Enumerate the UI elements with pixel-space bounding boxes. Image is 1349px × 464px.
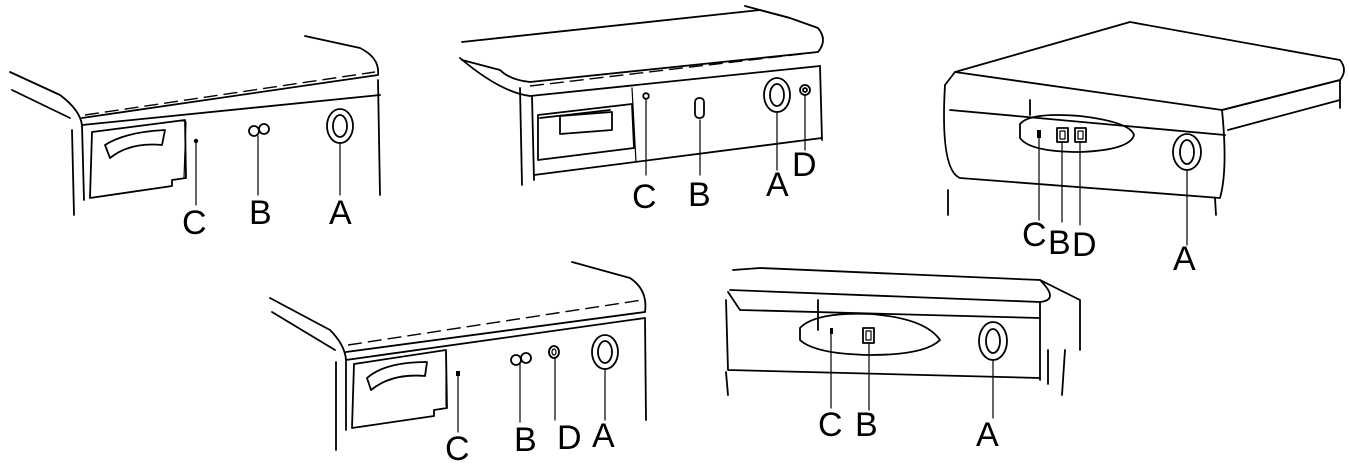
panel-2-dial-knob-a bbox=[763, 77, 791, 113]
panel-3-label-c: C bbox=[1022, 216, 1047, 254]
panel-1-label-c: C bbox=[182, 204, 207, 242]
panel-4-label-a: A bbox=[592, 417, 615, 455]
panel-2-label-d: D bbox=[792, 146, 817, 184]
panel-4-twin-button-b bbox=[510, 352, 532, 366]
panel-2-label-b: B bbox=[688, 176, 711, 214]
panel-5-appliance: C B A bbox=[725, 267, 1081, 454]
panel-3-label-b: B bbox=[1048, 224, 1071, 262]
panel-2-appliance: C B A D bbox=[459, 5, 824, 216]
panel-2-indicator-c bbox=[642, 92, 650, 100]
panel-4-button-d bbox=[548, 345, 560, 359]
panel-1-dial-knob-a bbox=[326, 108, 354, 144]
panel-5-label-c: C bbox=[818, 406, 843, 444]
panel-3-label-d: D bbox=[1072, 226, 1097, 264]
panel-4-label-c: C bbox=[445, 430, 470, 464]
panel-2-button-b bbox=[694, 97, 705, 119]
panel-1-twin-button-b bbox=[248, 123, 270, 137]
panel-5-label-a: A bbox=[976, 416, 999, 454]
panel-3-appliance: C B D A bbox=[943, 21, 1345, 278]
panel-2-label-c: C bbox=[632, 178, 657, 216]
panel-3-label-a: A bbox=[1173, 240, 1196, 278]
panel-5-indicator-c bbox=[830, 328, 833, 334]
panel-4-label-b: B bbox=[514, 421, 537, 459]
panel-3-button-d bbox=[1074, 127, 1087, 143]
panel-5-button-b bbox=[862, 327, 875, 344]
panel-2-button-d bbox=[799, 84, 811, 96]
panel-1-label-a: A bbox=[329, 194, 352, 232]
panel-4-indicator-c bbox=[456, 371, 460, 376]
panel-1-label-b: B bbox=[249, 194, 272, 232]
panel-1-appliance: C B A bbox=[9, 35, 381, 242]
panel-3-dial-knob-a bbox=[1172, 133, 1202, 171]
panel-3-indicator-c bbox=[1037, 130, 1041, 138]
panel-2-label-a: A bbox=[766, 166, 789, 204]
panel-5-label-b: B bbox=[855, 406, 878, 444]
panel-4-dial-knob-a bbox=[591, 334, 619, 370]
panel-5-dial-knob-a bbox=[978, 321, 1008, 361]
panel-3-button-b bbox=[1056, 127, 1069, 143]
panel-4-label-d: D bbox=[557, 419, 582, 457]
panel-4-appliance: C B D A bbox=[269, 261, 647, 464]
